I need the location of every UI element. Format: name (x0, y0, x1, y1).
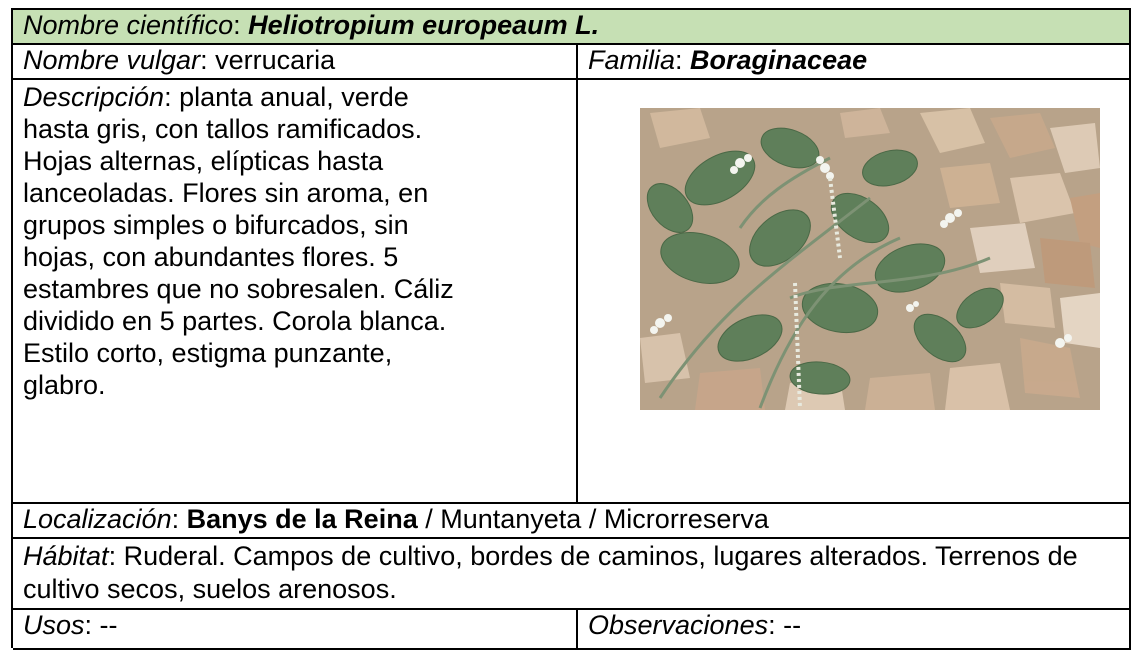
description-sep: : (164, 82, 180, 112)
habitat-sep: : (108, 541, 124, 571)
plant-photo (640, 108, 1100, 410)
common-name-cell: Nombre vulgar: verrucaria (13, 45, 578, 80)
location-row: Localización: Banys de la Reina / Muntan… (13, 504, 1131, 539)
uses-label: Usos (23, 610, 85, 640)
description-value: planta anual, verde hasta gris, con tall… (23, 82, 454, 400)
observations-label: Observaciones (588, 610, 769, 640)
location-rest: / Muntanyeta / Microrreserva (417, 504, 769, 534)
common-name-label: Nombre vulgar (23, 45, 201, 75)
family-value: Boraginaceae (690, 45, 868, 75)
description-label: Descripción (23, 82, 165, 112)
habitat-row: Hábitat: Ruderal. Campos de cultivo, bor… (13, 539, 1131, 610)
scientific-name-sep: : (233, 10, 249, 40)
scientific-name-value: Heliotropium europeaum L. (248, 10, 600, 40)
family-cell: Familia: Boraginaceae (578, 45, 1131, 80)
species-card: Nombre científico: Heliotropium europeau… (11, 8, 1131, 650)
location-label: Localización (23, 504, 172, 534)
uses-cell: Usos: -- (13, 610, 578, 650)
description-cell: Descripción: planta anual, verde hasta g… (13, 80, 578, 504)
photo-cell (578, 80, 1131, 504)
uses-sep: : (84, 610, 100, 640)
common-name-sep: : (200, 45, 216, 75)
observations-cell: Observaciones: -- (578, 610, 1131, 650)
habitat-value: Ruderal. Campos de cultivo, bordes de ca… (23, 541, 1078, 604)
observations-value: -- (783, 610, 802, 640)
scientific-name-label: Nombre científico (23, 10, 234, 40)
location-main: Banys de la Reina (186, 504, 418, 534)
family-sep: : (675, 45, 691, 75)
location-sep: : (171, 504, 187, 534)
uses-value: -- (99, 610, 118, 640)
observations-sep: : (768, 610, 784, 640)
family-label: Familia (588, 45, 676, 75)
scientific-name-row: Nombre científico: Heliotropium europeau… (13, 10, 1131, 45)
common-name-value: verrucaria (215, 45, 336, 75)
habitat-label: Hábitat (23, 541, 109, 571)
